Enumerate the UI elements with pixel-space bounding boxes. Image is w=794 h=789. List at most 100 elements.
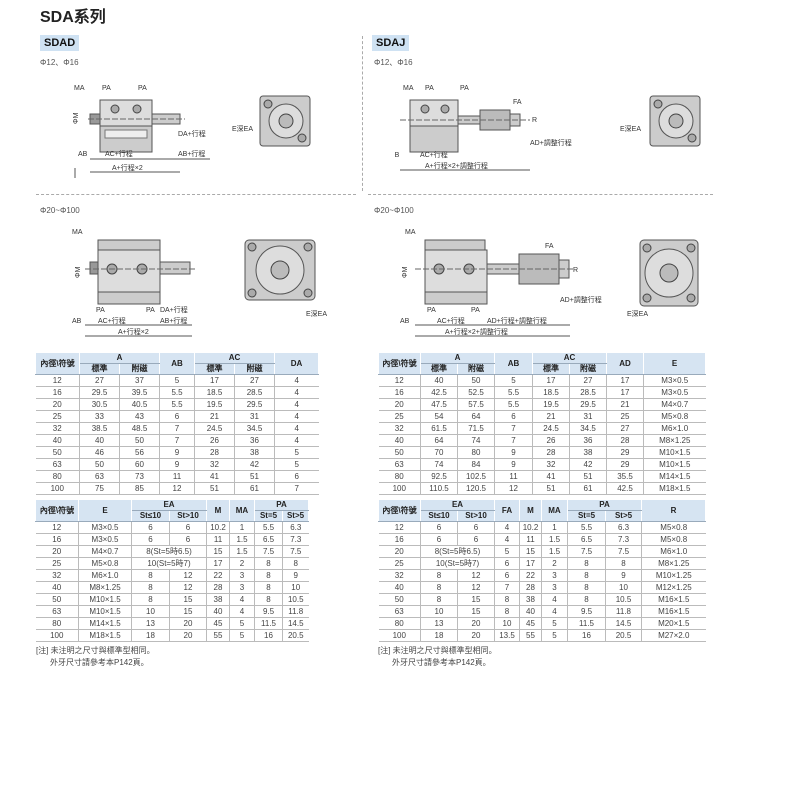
column-subheader: 附磁 [457, 363, 495, 375]
table-cell: 27 [569, 374, 607, 387]
table-cell: 15 [206, 545, 230, 558]
table-cell: 63 [378, 605, 421, 618]
table-cell: M10×1.5 [78, 593, 132, 606]
table-cell: 5 [274, 458, 319, 471]
table-cell: 39.5 [119, 386, 160, 399]
table-cell: 6 [159, 410, 195, 423]
table-cell: 9 [605, 569, 642, 582]
column-header: M [519, 499, 542, 522]
table-cell: 8 [254, 593, 283, 606]
table-cell: 2 [541, 557, 568, 570]
table-cell: M16×1.5 [641, 593, 706, 606]
dim-fa: FA [545, 243, 554, 250]
table-cell: 8 [254, 557, 283, 570]
table-cell: 10.5 [605, 593, 642, 606]
table-cell: 7 [494, 422, 533, 435]
table-cell: 8 [131, 569, 170, 582]
table-cell: 6.5 [567, 533, 606, 546]
table-cell: 38.5 [79, 422, 120, 435]
sdaj-bore-small: Φ12、Φ16 [374, 58, 413, 67]
table-cell: 51 [532, 482, 570, 495]
dim-ab: AB [400, 318, 410, 325]
table-cell: 64 [457, 410, 495, 423]
table-cell: 27 [606, 422, 644, 435]
table-cell: 4 [274, 422, 319, 435]
table-cell: M3×0.5 [78, 521, 132, 534]
table-cell: M4×0.7 [78, 545, 132, 558]
table-cell: 8 [282, 557, 309, 570]
table-cell: 5.5 [159, 386, 195, 399]
table-cell: M5×0.8 [643, 410, 706, 423]
table-cell: 8 [420, 581, 458, 594]
table-cell: 51 [569, 470, 607, 483]
table-cell: 7.5 [567, 545, 606, 558]
table-cell: 74 [420, 458, 458, 471]
table-cell: 25 [35, 557, 79, 570]
table-cell: 5 [494, 545, 520, 558]
section-divider [36, 194, 356, 195]
table-cell: 40 [79, 434, 120, 447]
table-cell: 9 [159, 446, 195, 459]
table-cell: 22 [206, 569, 230, 582]
table-cell: 10(St=5時7) [131, 557, 207, 570]
table-cell: 54 [420, 410, 458, 423]
table-cell: 43 [119, 410, 160, 423]
table-cell: 38 [519, 593, 542, 606]
table-cell: 5.5 [494, 386, 533, 399]
table-cell: 16 [35, 533, 79, 546]
table-cell: 12 [169, 581, 207, 594]
table-cell: 15 [457, 605, 495, 618]
table-cell: 7 [159, 422, 195, 435]
table-cell: 50 [378, 446, 421, 459]
table-cell: 29.5 [569, 398, 607, 411]
column-header: AC [194, 352, 275, 364]
table-cell: 80 [457, 446, 495, 459]
table-cell: 5 [541, 617, 568, 630]
table-cell: 9 [159, 458, 195, 471]
dim-a: A+行程×2+調整行程 [425, 161, 488, 170]
table-cell: 5.5 [254, 521, 283, 534]
table-cell: 11.8 [605, 605, 642, 618]
table-cell: 7 [159, 434, 195, 447]
dim-pa: PA [425, 85, 434, 92]
table-cell: 10.2 [206, 521, 230, 534]
table-cell: 8 [494, 605, 520, 618]
table-cell: M8×1.25 [643, 434, 706, 447]
sdaj-large-drawing: MA ΦM FA R AD+調整行程 PA PA AB AC+行程 AD+行程+… [400, 229, 699, 337]
table-cell: 7 [494, 434, 533, 447]
table-cell: 3 [229, 581, 255, 594]
column-header: DA [274, 352, 319, 375]
table-cell: 29.5 [234, 398, 275, 411]
table-cell: 31 [234, 410, 275, 423]
table-cell: 17 [606, 374, 644, 387]
table-cell: 9 [494, 446, 533, 459]
table-cell: 19.5 [532, 398, 570, 411]
table-cell: 32 [35, 422, 80, 435]
dim-ad: AD+調整行程 [560, 295, 602, 304]
table-cell: M3×0.5 [643, 386, 706, 399]
table-cell: 8 [254, 581, 283, 594]
table-cell: M18×1.5 [643, 482, 706, 495]
dim-fa: FA [513, 99, 522, 106]
table-cell: 9.5 [254, 605, 283, 618]
table-cell: 6 [494, 410, 533, 423]
table-cell: M3×0.5 [643, 374, 706, 387]
dim-ma: MA [72, 229, 83, 236]
table-cell: 71.5 [457, 422, 495, 435]
note-line: 外牙尺寸請參考本P142頁。 [392, 658, 491, 667]
table-cell: 4 [494, 521, 520, 534]
table-cell: 18.5 [532, 386, 570, 399]
dim-pa: PA [138, 85, 147, 92]
table-cell: M10×1.25 [641, 569, 706, 582]
